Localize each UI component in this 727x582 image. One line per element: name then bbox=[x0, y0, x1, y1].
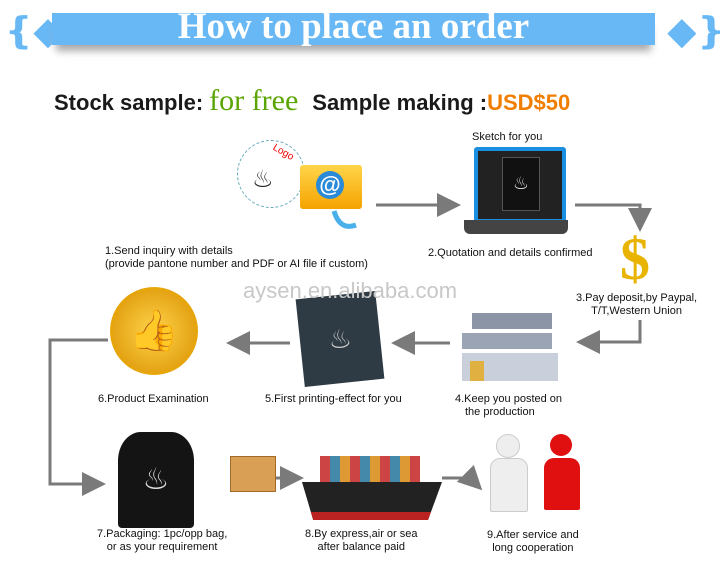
cargo-ship-icon bbox=[302, 448, 442, 520]
laptop-base bbox=[464, 220, 568, 234]
dollar-icon: $ bbox=[620, 226, 650, 292]
arrow-2-3 bbox=[575, 203, 652, 232]
carton-box-icon bbox=[230, 456, 276, 492]
step-3-text: 3.Pay deposit,by Paypal,T/T,Western Unio… bbox=[576, 292, 698, 317]
thumbs-up-medal-icon: 👍 bbox=[110, 287, 198, 375]
step-1-text: 1.Send inquiry with details(provide pant… bbox=[105, 245, 368, 270]
arrow-3-4 bbox=[576, 320, 642, 354]
handshake-people-icon bbox=[488, 432, 588, 514]
arrow-8-9 bbox=[442, 464, 483, 491]
arrow-6-7 bbox=[48, 338, 108, 496]
page-title: How to place an order bbox=[177, 6, 530, 47]
stock-sample-label: Stock sample: bbox=[54, 90, 204, 115]
step-7-text: 7.Packaging: 1pc/opp bag,or as your requ… bbox=[97, 528, 228, 553]
sketch-label: Sketch for you bbox=[472, 131, 543, 143]
refresh-arrow-icon bbox=[331, 210, 357, 229]
title-banner bbox=[52, 13, 655, 45]
step-5-text: 5.First printing-effect for you bbox=[265, 393, 402, 405]
step-6-text: 6.Product Examination bbox=[98, 393, 209, 405]
stock-sample-value: for free bbox=[209, 84, 299, 117]
sample-making-value: USD$50 bbox=[487, 90, 571, 115]
right-ornament-icon: ◆❵ bbox=[668, 10, 726, 51]
step-2-text: 2.Quotation and details confirmed bbox=[428, 247, 593, 259]
warehouse-icon bbox=[462, 305, 562, 383]
watermark: aysen.en.alibaba.com bbox=[243, 278, 458, 303]
pricing-line: Stock sample:for free Sample making :USD$… bbox=[54, 84, 570, 118]
email-envelope-icon: @ bbox=[300, 165, 362, 209]
sample-making-label: Sample making : bbox=[312, 90, 488, 115]
drawstring-bag-icon: ♨ bbox=[118, 432, 194, 528]
